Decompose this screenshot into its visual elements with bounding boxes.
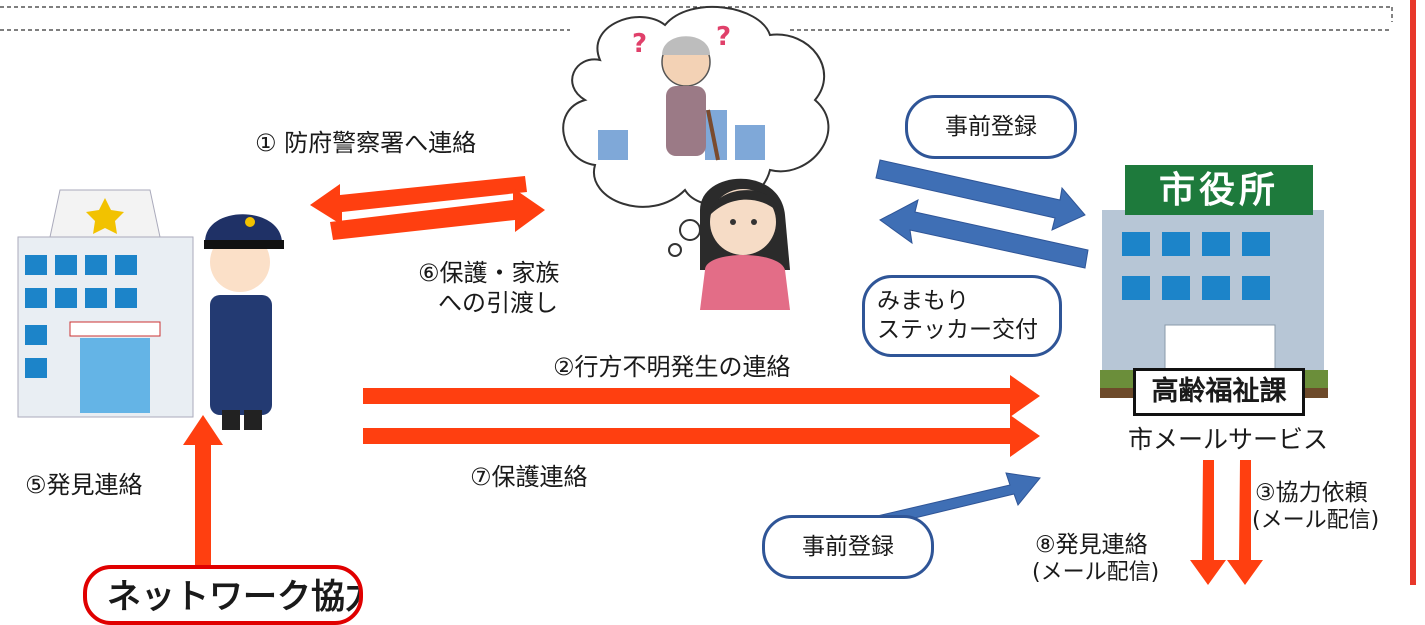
label-step2: ②行方不明発生の連絡 [553, 353, 791, 381]
elderly-person-icon: ? ? [598, 22, 765, 161]
network-banner-text: ネットワーク協力事業所・協力者の皆さん [107, 577, 359, 617]
label-step7: ⑦保護連絡 [470, 463, 588, 491]
arrow-step7 [363, 415, 1040, 457]
label-step6-line1: ⑥保護・家族 [418, 259, 560, 287]
svg-text:?: ? [716, 22, 731, 52]
arrow-step2 [363, 375, 1040, 417]
mail-service-label: 市メールサービス [1128, 425, 1329, 454]
label-step8-line2: (メール配信) [1032, 560, 1160, 585]
arrow-step3 [1227, 460, 1263, 585]
label-step3-line2: (メール配信) [1252, 508, 1380, 533]
label-step1: ① 防府警察署へ連絡 [255, 129, 477, 157]
police-officer-icon [204, 214, 284, 430]
label-step3-line1: ③協力依頼 [1255, 480, 1368, 506]
arrow-step6 [330, 188, 545, 240]
bubble-sticker-line2: ステッカー交付 [877, 317, 1038, 343]
arrow-step1 [310, 176, 527, 225]
bubble-preregister-top: 事前登録 [905, 95, 1077, 159]
label-step6-line2: への引渡し [438, 289, 558, 317]
arrow-register-top [875, 159, 1086, 231]
police-station-icon [17, 189, 194, 418]
label-step5: ⑤発見連絡 [25, 471, 143, 499]
city-hall-sign: 市役所 [1158, 170, 1279, 211]
arrow-sticker [879, 199, 1089, 269]
right-red-rule [1410, 0, 1416, 585]
diagram-canvas: ? ? [0, 0, 1416, 585]
arrow-step8 [1190, 460, 1226, 585]
arrow-step5 [183, 415, 223, 585]
bubble-sticker: みまもり ステッカー交付 [862, 275, 1062, 357]
worried-woman-icon [700, 178, 790, 310]
label-step8-line1: ⑧発見連絡 [1035, 532, 1148, 558]
bubble-sticker-line1: みまもり [877, 288, 969, 314]
department-label: 高齢福祉課 [1133, 368, 1305, 416]
network-banner: ネットワーク協力事業所・協力者の皆さん [83, 565, 363, 625]
bubble-preregister-bottom: 事前登録 [762, 515, 934, 579]
svg-text:?: ? [632, 29, 647, 59]
red-arrows [183, 176, 1263, 585]
